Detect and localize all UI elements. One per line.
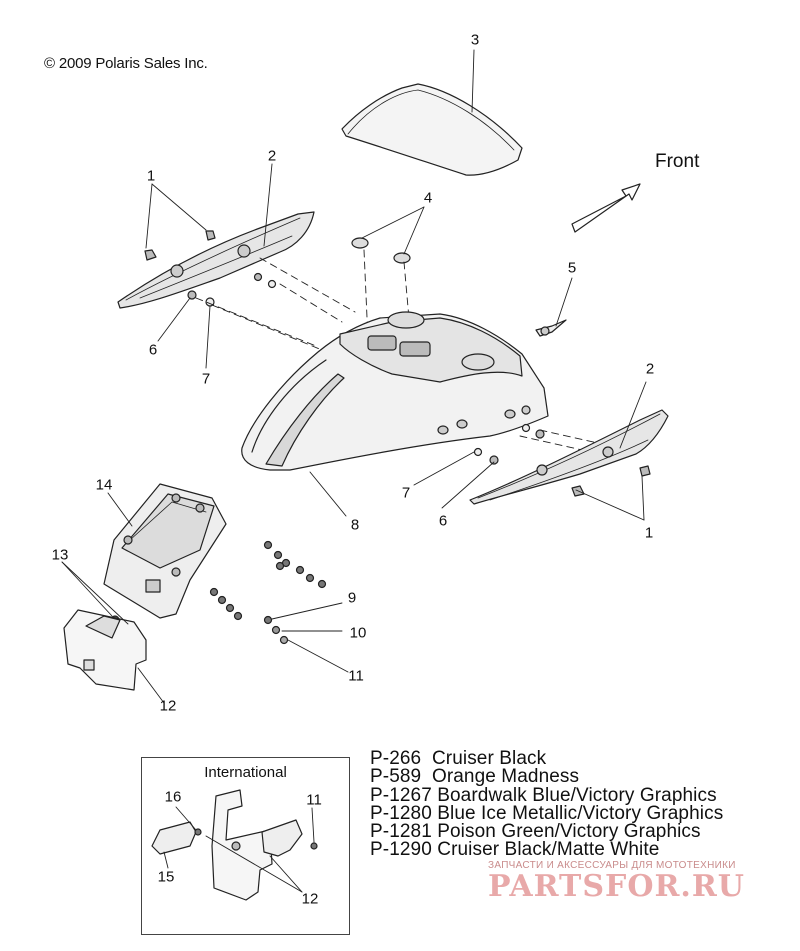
callout-5: 5 xyxy=(567,259,577,277)
part-3-seat-pad xyxy=(341,83,523,176)
legend-row: P-1281 Poison Green/Victory Graphics xyxy=(370,821,701,843)
inset-callout-11: 11 xyxy=(306,791,322,809)
callout-6-right: 6 xyxy=(438,512,448,530)
hardware-cluster xyxy=(209,540,327,645)
callout-12: 12 xyxy=(159,697,177,715)
part-1-left-screws xyxy=(144,230,216,261)
part-6-7-left-hardware xyxy=(187,272,277,307)
watermark-logo: PARTSFOR.RU xyxy=(488,869,745,904)
front-label: Front xyxy=(655,151,700,172)
callout-14: 14 xyxy=(95,476,113,494)
part-6-7-right-hardware xyxy=(473,423,545,465)
callout-7-right: 7 xyxy=(401,484,411,502)
inset-title: International xyxy=(204,764,287,781)
inset-box: International xyxy=(141,757,350,935)
watermark: ЗАПЧАСТИ И АКСЕССУАРЫ ДЛЯ МОТОТЕХНИКИ PA… xyxy=(488,860,784,904)
color-legend: P-266 Cruiser Black P-589 Orange Madness… xyxy=(370,748,724,861)
watermark-tagline: ЗАПЧАСТИ И АКСЕССУАРЫ ДЛЯ МОТОТЕХНИКИ xyxy=(488,860,736,871)
callout-2-right: 2 xyxy=(645,360,655,378)
part-8-rear-body xyxy=(241,311,549,471)
callout-4: 4 xyxy=(423,189,433,207)
front-arrow xyxy=(571,183,641,233)
callout-9: 9 xyxy=(347,589,357,607)
callout-10: 10 xyxy=(349,624,367,642)
callout-1-right: 1 xyxy=(644,524,654,542)
legend-row: P-589 Orange Madness xyxy=(370,766,580,788)
part-4-plugs xyxy=(351,237,411,264)
inset-callout-15: 15 xyxy=(157,868,175,886)
part-5-rivet xyxy=(535,319,567,337)
inset-callout-12: 12 xyxy=(301,890,319,908)
inset-international-parts xyxy=(151,789,318,901)
callout-13: 13 xyxy=(51,546,69,564)
legend-row: P-1290 Cruiser Black/Matte White xyxy=(370,839,660,861)
callout-1-left: 1 xyxy=(146,167,156,185)
callout-2-left: 2 xyxy=(267,147,277,165)
part-12-plate-mount xyxy=(63,609,147,691)
leader-lines xyxy=(61,49,647,893)
legend-row: P-266 Cruiser Black xyxy=(370,748,547,769)
callout-7-left: 7 xyxy=(201,370,211,388)
legend-row: P-1267 Boardwalk Blue/Victory Graphics xyxy=(370,784,717,806)
callout-3: 3 xyxy=(470,31,480,49)
copyright-text: © 2009 Polaris Sales Inc. xyxy=(44,55,208,72)
part-2-right-trim xyxy=(469,409,669,505)
callout-6-left: 6 xyxy=(148,341,158,359)
inset-callout-16: 16 xyxy=(164,788,182,806)
part-14-bracket xyxy=(103,483,227,619)
callout-11: 11 xyxy=(348,667,364,685)
legend-row: P-1280 Blue Ice Metallic/Victory Graphic… xyxy=(370,802,724,824)
callout-8: 8 xyxy=(350,516,360,534)
